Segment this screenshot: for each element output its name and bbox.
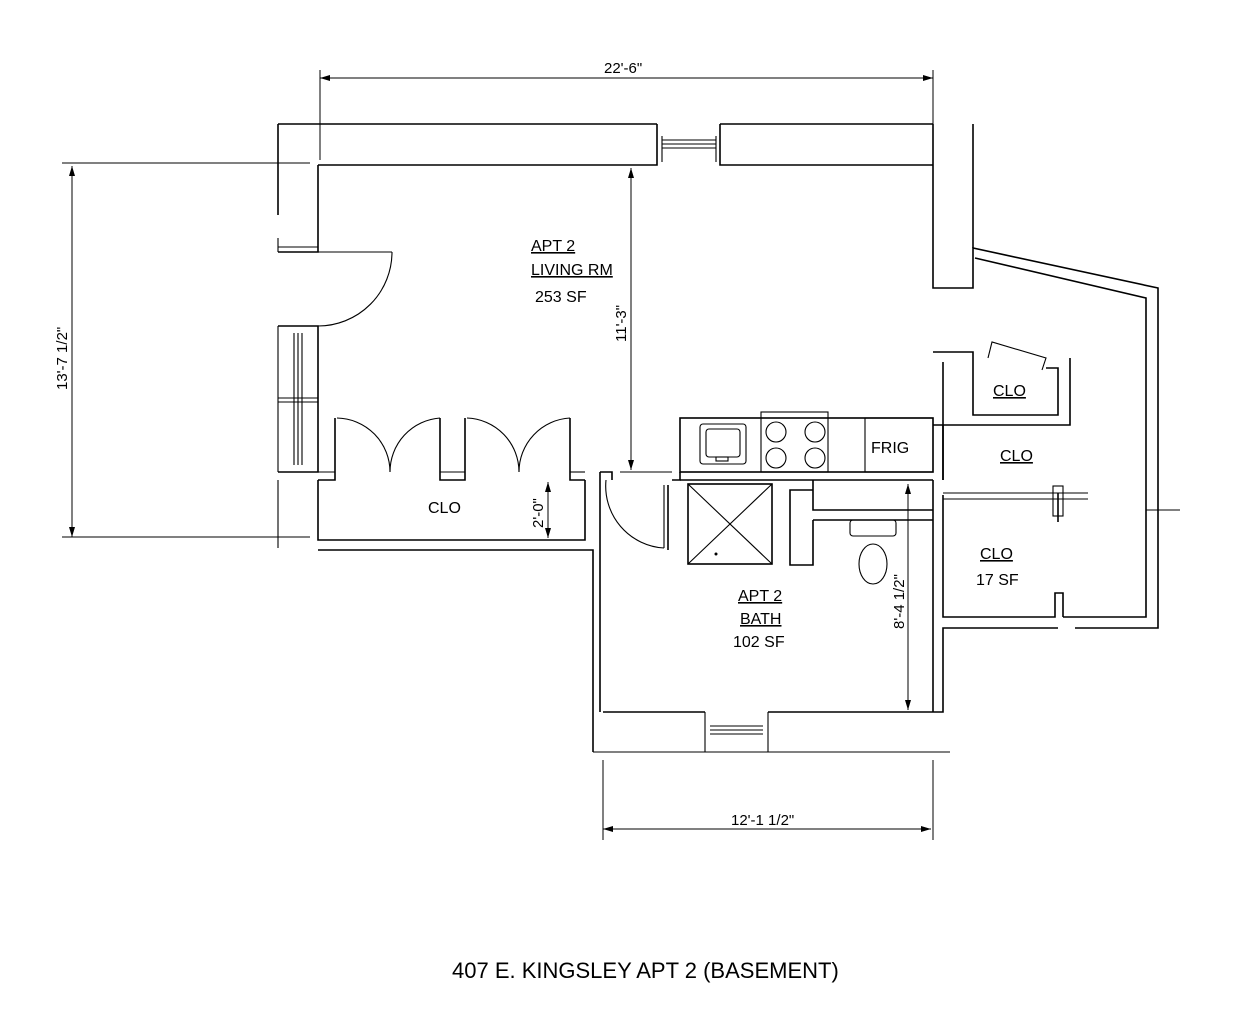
toilet-icon (849, 519, 897, 585)
interior-walls (317, 341, 1088, 712)
shower-icon (687, 483, 773, 565)
closet-mid-label: CLO (1000, 448, 1033, 465)
closet-doors (336, 417, 571, 473)
closet-lower-label: CLO (980, 546, 1013, 563)
fridge-icon (864, 417, 934, 473)
stove-icon (760, 411, 829, 473)
dim-living-depth: 11'-3" (613, 305, 630, 342)
dim-overall-width: 22'-6" (604, 60, 642, 77)
entry-door (317, 251, 393, 327)
bath-label-1: APT 2 (738, 588, 782, 605)
closet-lower-area: 17 SF (976, 572, 1019, 589)
living-room-area: 253 SF (535, 289, 587, 306)
bath-area: 102 SF (733, 634, 785, 651)
hall-closet-label: CLO (428, 500, 461, 517)
bath-label-2: BATH (740, 611, 781, 628)
living-room-label-1: APT 2 (531, 238, 575, 255)
bottom-window (704, 712, 769, 752)
top-window (661, 136, 717, 162)
dimensions (62, 70, 934, 840)
sink-icon (699, 423, 747, 465)
left-window (277, 325, 319, 473)
dim-bath-depth: 8'-4 1/2" (891, 574, 908, 629)
exterior-walls (277, 123, 1180, 753)
kitchen-counter (679, 411, 934, 473)
bath-door (605, 479, 665, 549)
plan-caption: 407 E. KINGSLEY APT 2 (BASEMENT) (452, 958, 839, 983)
dim-bath-width: 12'-1 1/2" (731, 812, 794, 829)
living-room-label-2: LIVING RM (531, 262, 613, 279)
fridge-label: FRIG (871, 440, 909, 457)
dim-closet-depth: 2'-0" (530, 498, 547, 528)
closet-upper-label: CLO (993, 383, 1026, 400)
dim-overall-height: 13'-7 1/2" (54, 327, 71, 390)
